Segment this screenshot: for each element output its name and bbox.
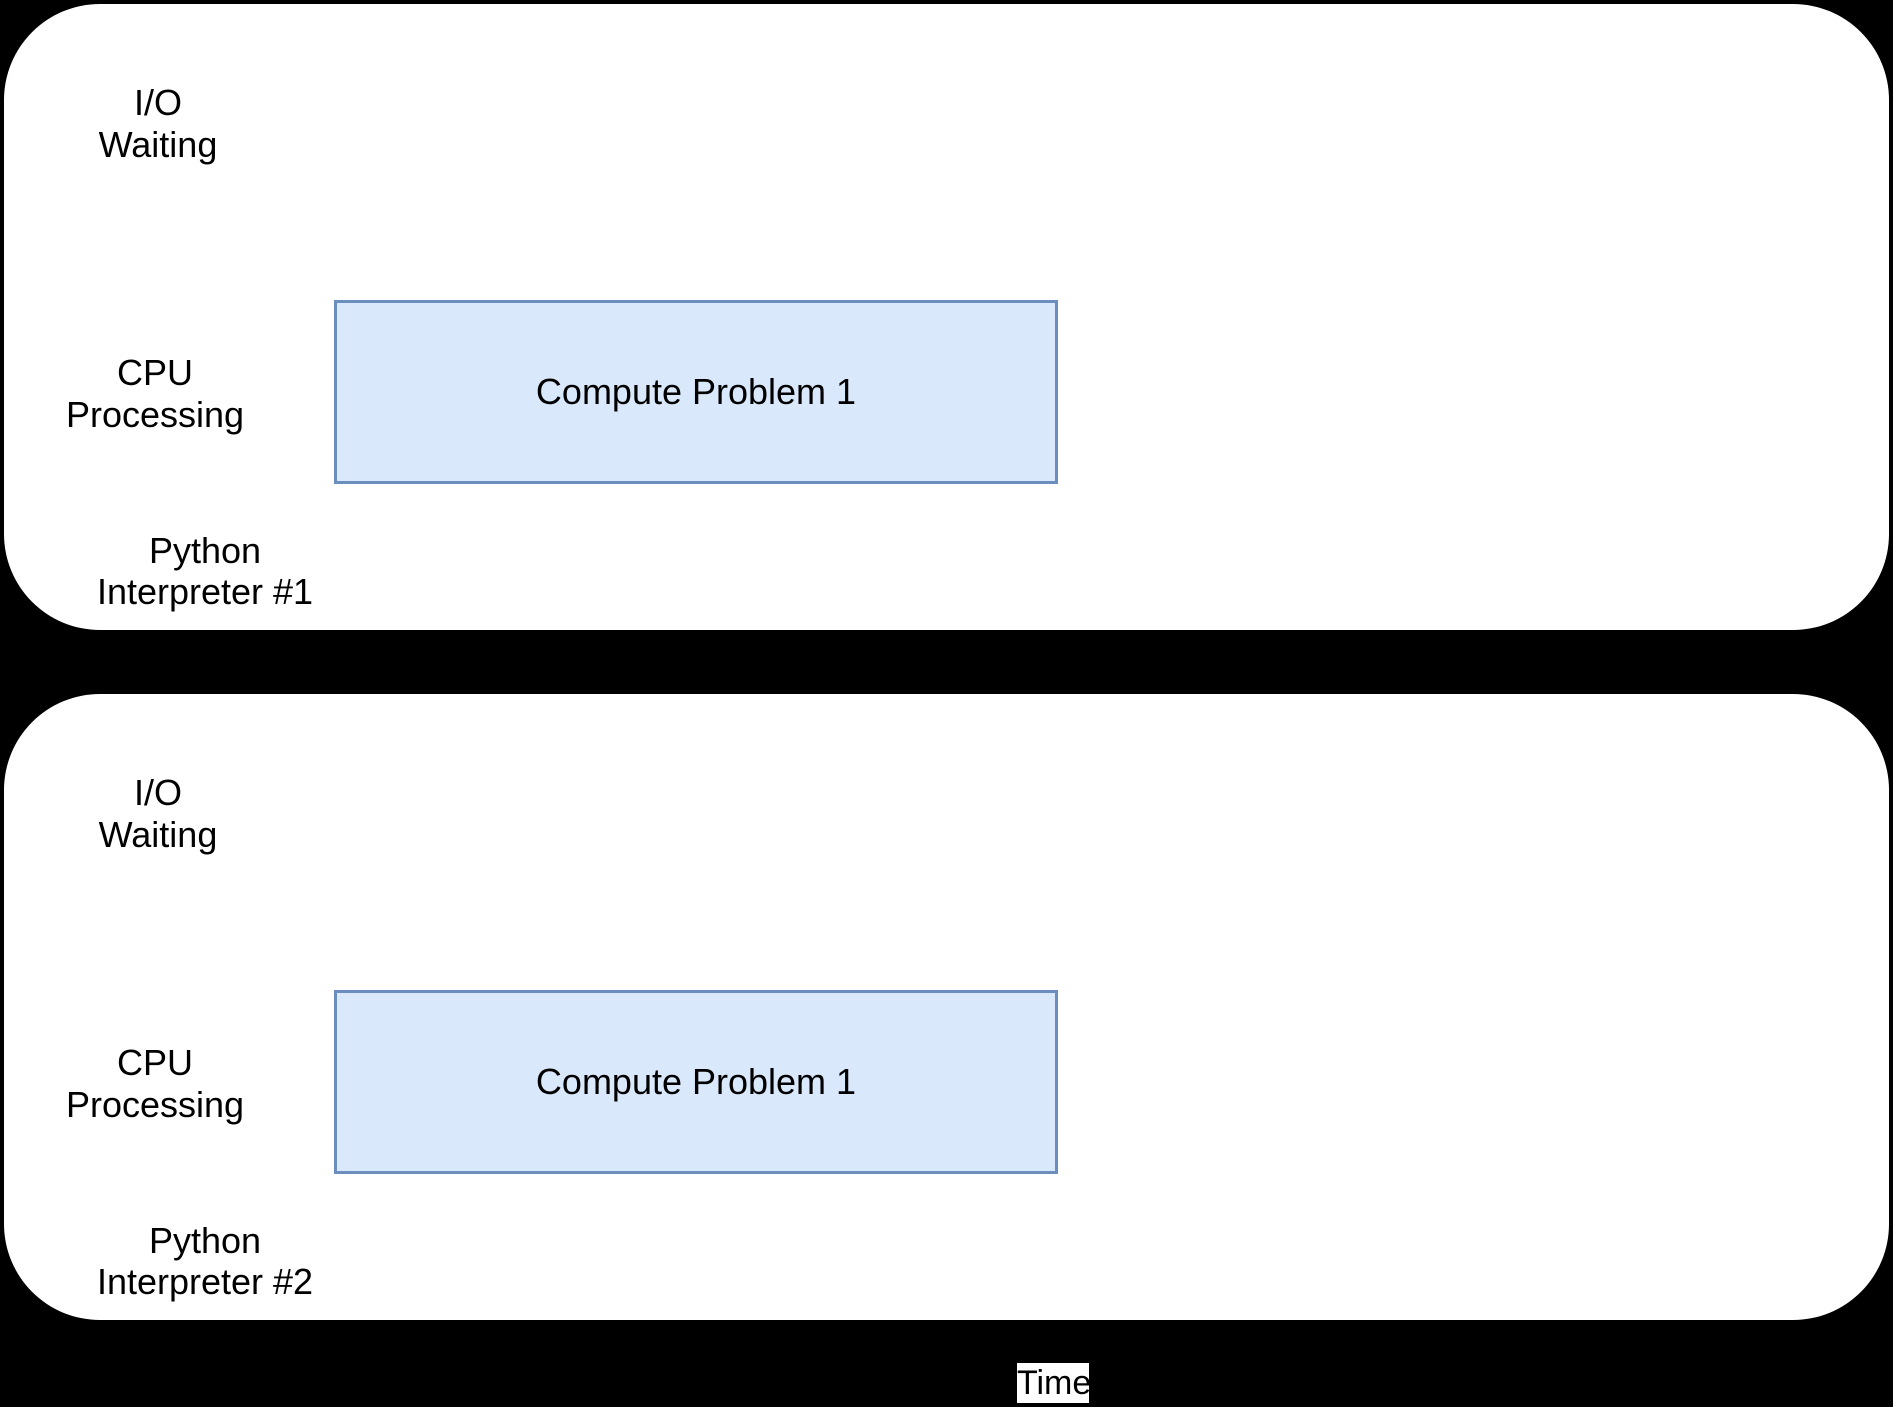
cpu-processing-lane-label: CPU Processing [65, 1042, 245, 1125]
compute-task-box: Compute Problem 1 [334, 990, 1058, 1174]
compute-task-label: Compute Problem 1 [535, 371, 857, 412]
interpreter-panel-1: I/O Waiting CPU Processing Compute Probl… [4, 4, 1889, 630]
time-axis-label: Time [1017, 1363, 1092, 1403]
interpreter-label: Python Interpreter #2 [96, 1220, 314, 1302]
io-waiting-lane-label: I/O Waiting [98, 82, 218, 165]
io-waiting-lane-label: I/O Waiting [98, 772, 218, 855]
interpreter-panel-2: I/O Waiting CPU Processing Compute Probl… [4, 694, 1889, 1320]
cpu-processing-lane-label: CPU Processing [65, 352, 245, 435]
interpreter-label: Python Interpreter #1 [96, 530, 314, 612]
compute-task-box: Compute Problem 1 [334, 300, 1058, 484]
compute-task-label: Compute Problem 1 [535, 1061, 857, 1102]
